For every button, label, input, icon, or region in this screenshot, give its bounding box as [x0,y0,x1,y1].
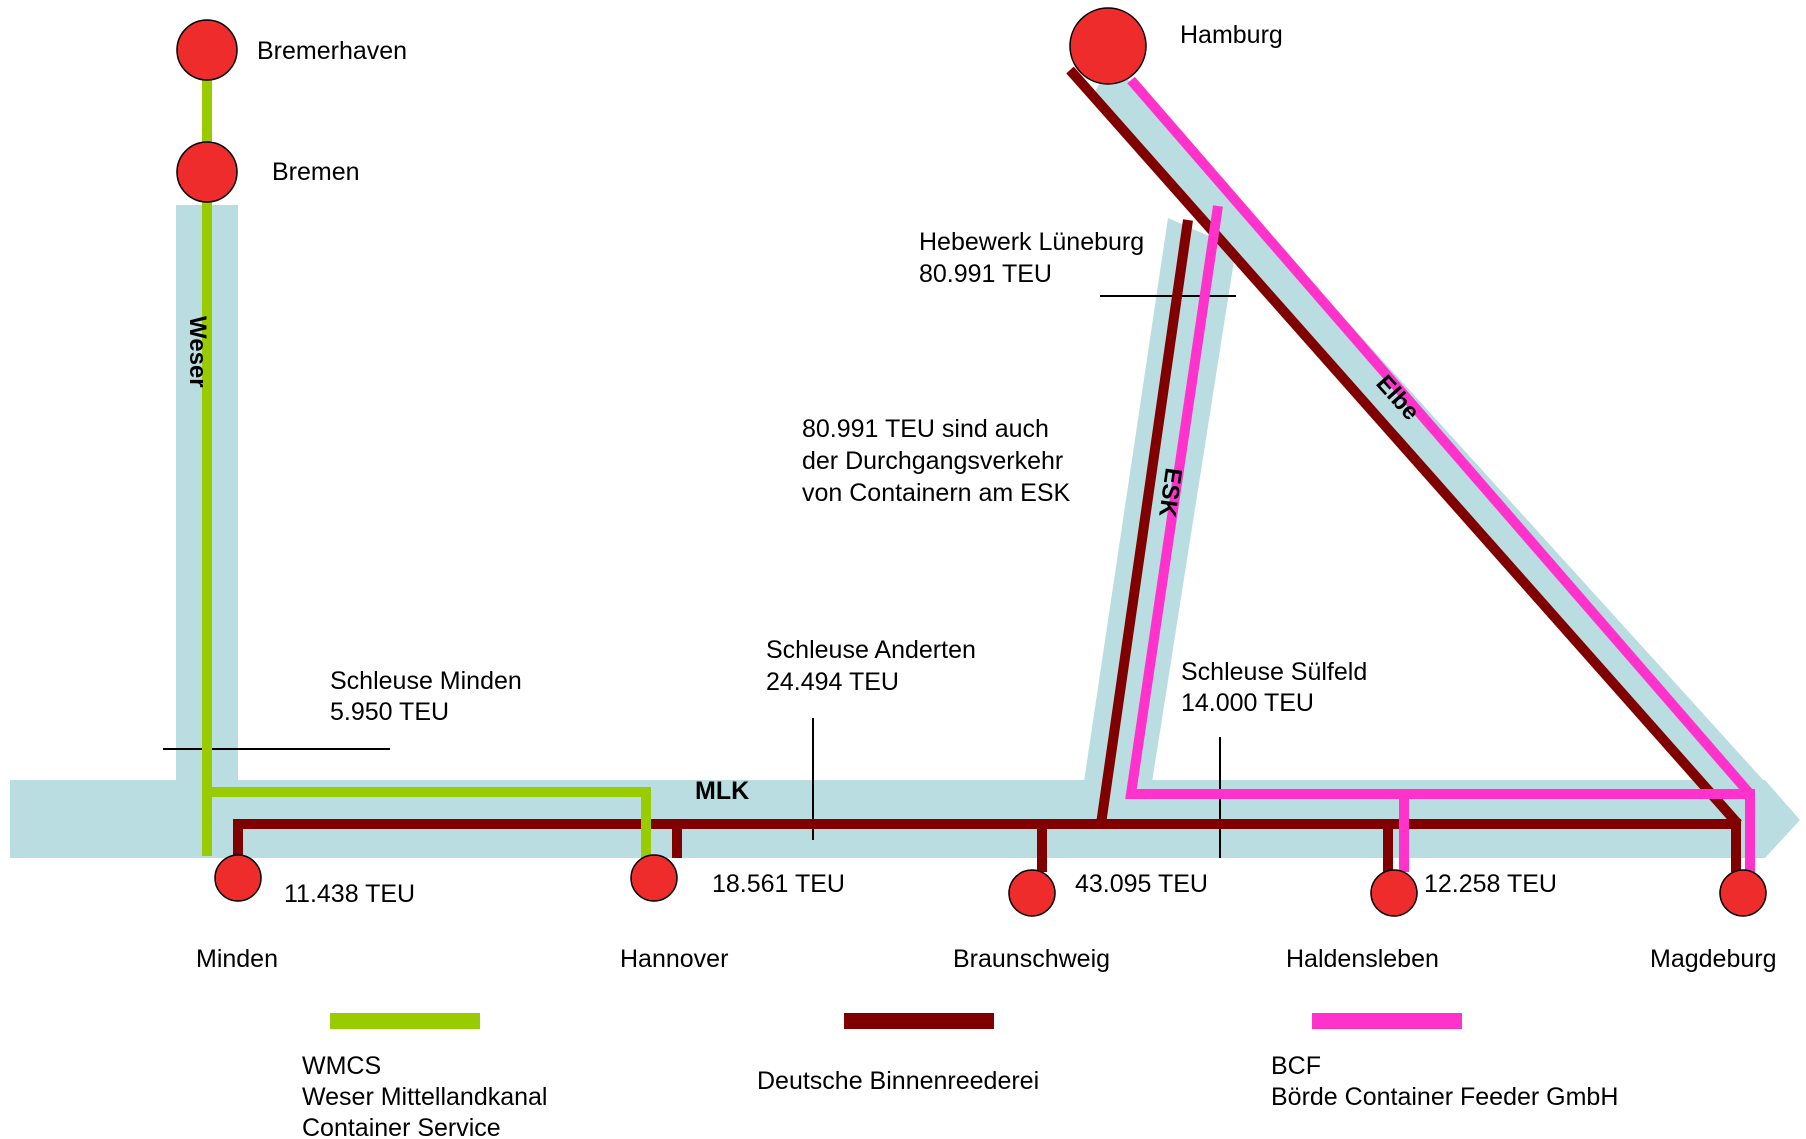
ports [176,7,1767,917]
port-label-haldensleben: Haldensleben [1286,945,1439,973]
lock-luneburg-name: Hebewerk Lüneburg [919,228,1144,256]
port-label-braunschweig: Braunschweig [953,945,1110,973]
note-line-2: der Durchgangsverkehr [802,447,1063,475]
volume-minden: 11.438 TEU [284,880,415,908]
port-magdeburg[interactable] [1719,869,1767,917]
route-bcf [1125,76,1755,872]
lock-sulfeld-teu: 14.000 TEU [1181,689,1314,717]
port-bremen[interactable] [176,141,238,203]
wmcs-mlk-route [207,787,651,858]
route-deutsche-binnenreederei [233,66,1742,872]
port-haldensleben[interactable] [1370,869,1418,917]
volume-braunschweig: 43.095 TEU [1075,870,1208,898]
legend-wmcs-line-3: Container Service [302,1114,501,1139]
port-label-hamburg: Hamburg [1180,21,1283,49]
port-hannover[interactable] [630,854,678,902]
note-line-3: von Containern am ESK [802,479,1071,507]
legend: WMCS Weser Mittellandkanal Container Ser… [302,1013,1618,1139]
port-label-minden: Minden [196,945,278,973]
legend-dbr-line-1: Deutsche Binnenreederei [757,1067,1039,1095]
lock-anderten-teu: 24.494 TEU [766,668,899,696]
port-label-bremerhaven: Bremerhaven [257,37,407,65]
volume-haldensleben: 12.258 TEU [1424,870,1557,898]
legend-wmcs-line-2: Weser Mittellandkanal [302,1083,547,1111]
lock-sulfeld-name: Schleuse Sülfeld [1181,658,1367,686]
bcf-esk-route [1125,205,1755,872]
note-line-1: 80.991 TEU sind auch [802,415,1049,443]
weser-label: Weser [184,316,211,388]
lock-luneburg-teu: 80.991 TEU [919,260,1052,288]
elbe-waterway [1090,62,1765,812]
port-label-hannover: Hannover [620,945,728,973]
legend-wmcs-line-1: WMCS [302,1052,381,1080]
bcf-elbe-route [1127,76,1754,798]
port-bremerhaven[interactable] [176,19,238,81]
legend-bcf-line-1: BCF [1271,1052,1321,1080]
volume-hannover: 18.561 TEU [712,870,845,898]
dbr-elbe-route [1066,66,1742,828]
port-label-magdeburg: Magdeburg [1650,945,1776,973]
port-minden[interactable] [214,854,262,902]
lock-anderten-name: Schleuse Anderten [766,636,976,664]
lock-minden-teu: 5.950 TEU [330,698,449,726]
port-hamburg[interactable] [1069,7,1147,85]
lock-minden-name: Schleuse Minden [330,667,522,695]
mlk-label: MLK [695,777,749,805]
legend-bcf-line-2: Börde Container Feeder GmbH [1271,1083,1618,1111]
dbr-esk-route [1096,219,1193,825]
lock-lines [163,295,1236,858]
port-braunschweig[interactable] [1008,869,1056,917]
port-label-bremen: Bremen [272,158,360,186]
